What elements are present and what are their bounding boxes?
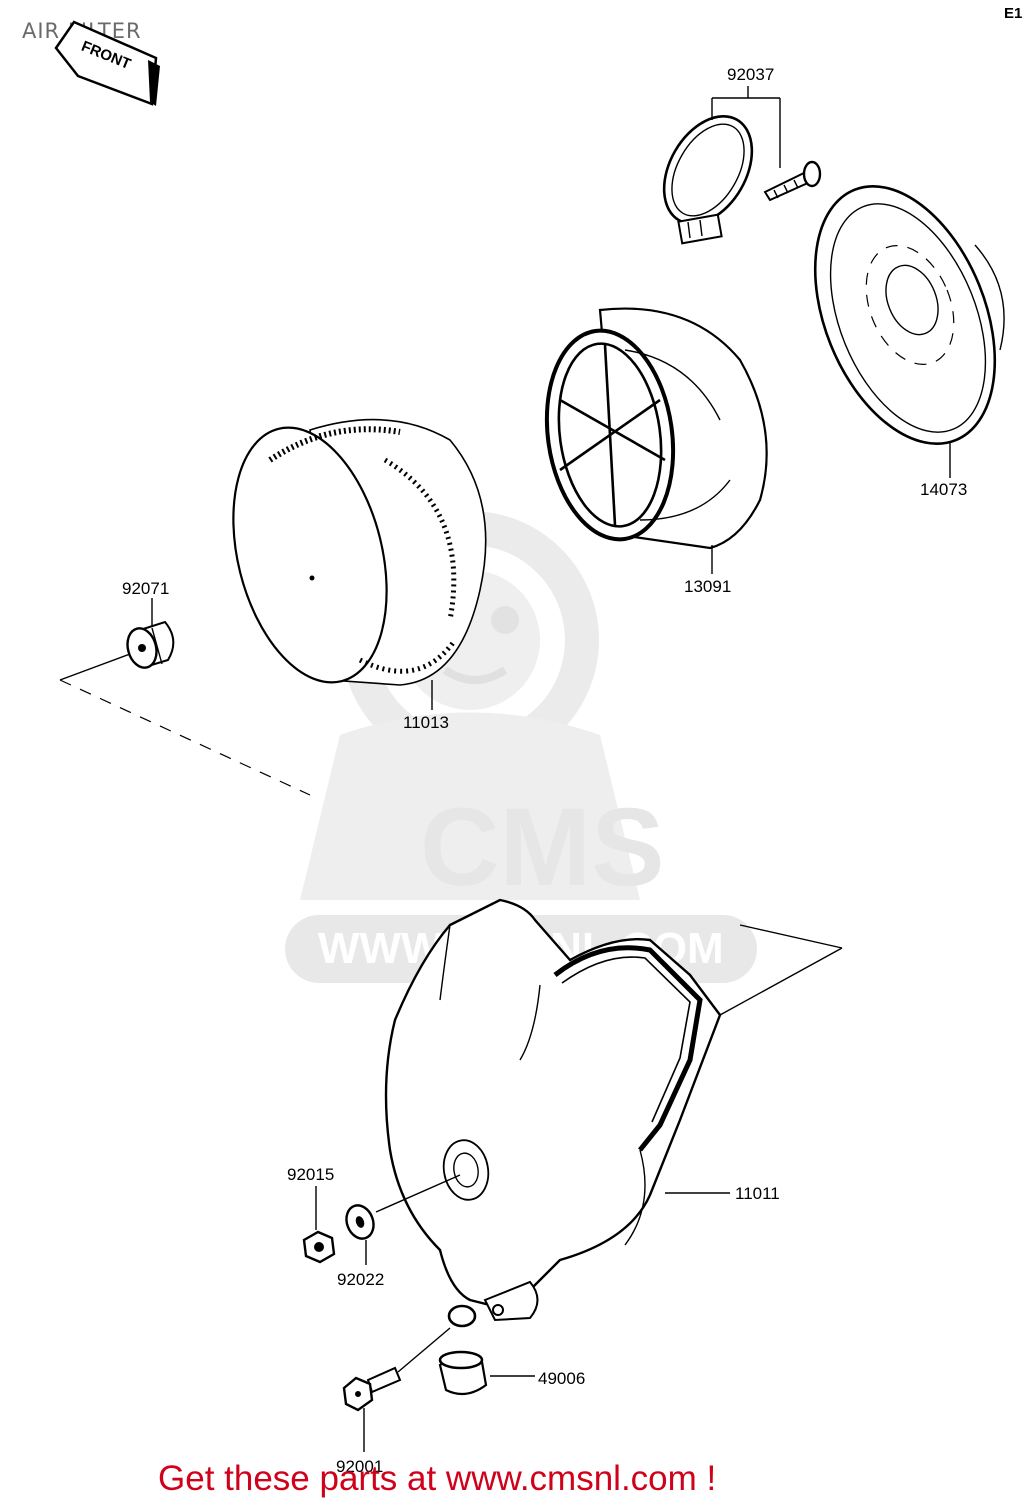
leader-92037: [711, 86, 781, 168]
assembly-line-right: [719, 924, 843, 1016]
part-label-92071: 92071: [122, 579, 169, 598]
part-92037-clamp: [662, 114, 754, 245]
part-label-49006: 49006: [538, 1369, 585, 1388]
part-label-92022: 92022: [337, 1270, 384, 1289]
part-11011-housing: [384, 898, 722, 1328]
part-92037-screw: [763, 160, 822, 202]
part-92001-bolt: [342, 1366, 402, 1412]
assembly-line-bolt: [397, 1327, 451, 1373]
front-arrow-icon: FRONT: [54, 20, 160, 106]
assembly-line-washer: [375, 1174, 461, 1213]
promo-link-text[interactable]: Get these parts at www.cmsnl.com !: [158, 1459, 716, 1498]
part-label-11011: 11011: [735, 1184, 780, 1203]
part-14073-cap: [813, 184, 1005, 446]
part-49006-cap: [438, 1350, 488, 1396]
part-92022-washer: [345, 1204, 375, 1240]
part-label-92001: 92001: [336, 1457, 383, 1476]
part-label-92037: 92037: [727, 65, 774, 84]
part-label-14073: 14073: [920, 480, 967, 499]
part-label-92015: 92015: [287, 1165, 334, 1184]
assembly-line-left: [59, 653, 311, 796]
watermark-brand: CMS: [420, 786, 664, 909]
part-92071-grommet: [126, 620, 175, 669]
part-11013-filter-element: [232, 418, 487, 686]
part-13091-cage: [544, 307, 768, 550]
page-code: E1: [1004, 5, 1022, 22]
part-label-11013: 11013: [403, 713, 449, 732]
part-label-13091: 13091: [684, 577, 731, 596]
part-92015-nut: [302, 1230, 336, 1264]
